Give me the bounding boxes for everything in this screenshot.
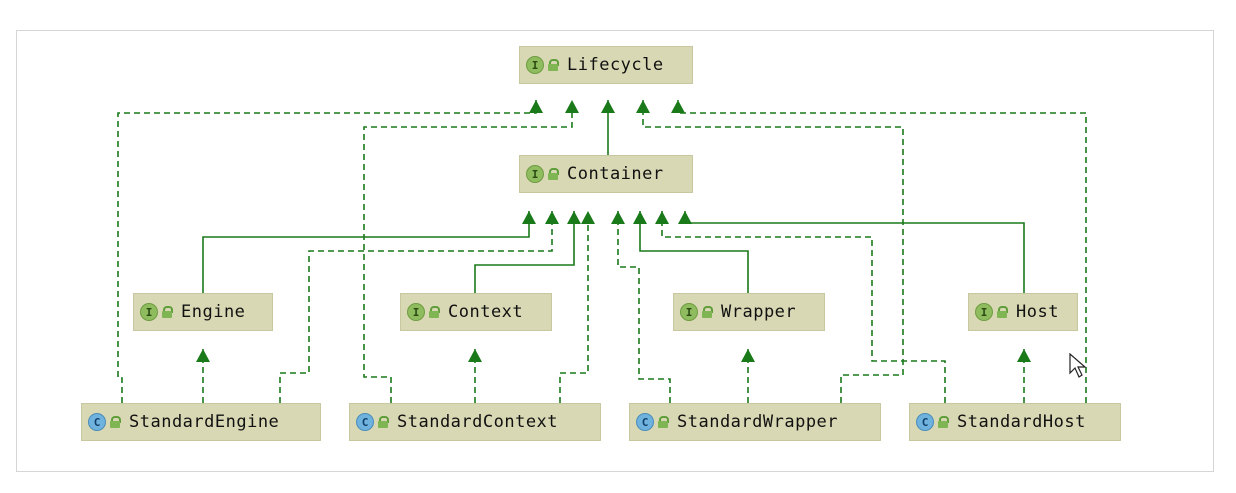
arrow-head (1017, 349, 1031, 362)
arrow-head (545, 211, 559, 224)
extends-edge (474, 211, 575, 293)
implements-edge (363, 100, 573, 403)
implements-edge (279, 211, 553, 403)
node-standard-engine[interactable]: C StandardEngine (81, 403, 321, 441)
public-lock-icon (429, 306, 440, 318)
public-lock-icon (162, 306, 173, 318)
class-icon: C (356, 413, 374, 431)
node-wrapper[interactable]: I Wrapper (673, 293, 825, 331)
node-label: Container (567, 164, 664, 184)
node-label: StandardHost (957, 412, 1086, 432)
interface-icon: I (407, 303, 425, 321)
public-lock-icon (702, 306, 713, 318)
interface-icon: I (975, 303, 993, 321)
implements-edge (617, 211, 671, 403)
arrow-head (633, 211, 647, 224)
arrow-head (678, 211, 692, 224)
node-context[interactable]: I Context (400, 293, 552, 331)
extends-edge (639, 211, 749, 293)
node-label: StandardEngine (129, 412, 280, 432)
public-lock-icon (378, 416, 389, 428)
node-label: Engine (181, 302, 246, 322)
node-lifecycle[interactable]: I Lifecycle (519, 46, 693, 84)
arrow-head (468, 349, 482, 362)
arrow-head (601, 100, 615, 113)
interface-icon: I (526, 56, 544, 74)
interface-icon: I (140, 303, 158, 321)
node-label: Context (448, 302, 524, 322)
public-lock-icon (938, 416, 949, 428)
node-container[interactable]: I Container (519, 155, 693, 193)
node-label: Lifecycle (567, 55, 664, 75)
arrow-head (581, 211, 595, 224)
class-icon: C (88, 413, 106, 431)
mouse-cursor-icon (1069, 353, 1087, 378)
node-label: Host (1016, 302, 1059, 322)
extends-edge (684, 211, 1025, 293)
arrow-head (636, 100, 650, 113)
node-label: StandardWrapper (677, 412, 839, 432)
arrow-head (529, 100, 543, 113)
arrow-head (567, 211, 581, 224)
public-lock-icon (658, 416, 669, 428)
public-lock-icon (548, 59, 559, 71)
inheritance-edges (117, 100, 1087, 403)
class-icon: C (636, 413, 654, 431)
public-lock-icon (997, 306, 1008, 318)
arrow-head (741, 349, 755, 362)
arrow-head (611, 211, 625, 224)
implements-edge (642, 100, 904, 403)
public-lock-icon (548, 168, 559, 180)
implements-edge (661, 211, 946, 403)
arrow-head (196, 349, 210, 362)
node-label: Wrapper (721, 302, 797, 322)
node-label: StandardContext (397, 412, 559, 432)
diagram-canvas: I Lifecycle I Container I Engine I Conte… (16, 30, 1214, 472)
node-host[interactable]: I Host (968, 293, 1078, 331)
arrow-head (565, 100, 579, 113)
arrow-head (655, 211, 669, 224)
extends-edge (202, 211, 530, 293)
node-standard-wrapper[interactable]: C StandardWrapper (629, 403, 881, 441)
node-standard-context[interactable]: C StandardContext (349, 403, 601, 441)
interface-icon: I (680, 303, 698, 321)
implements-edge (559, 211, 589, 403)
node-engine[interactable]: I Engine (133, 293, 273, 331)
interface-icon: I (526, 165, 544, 183)
arrow-head (522, 211, 536, 224)
node-standard-host[interactable]: C StandardHost (909, 403, 1121, 441)
public-lock-icon (110, 416, 121, 428)
class-icon: C (916, 413, 934, 431)
arrow-head (671, 100, 685, 113)
